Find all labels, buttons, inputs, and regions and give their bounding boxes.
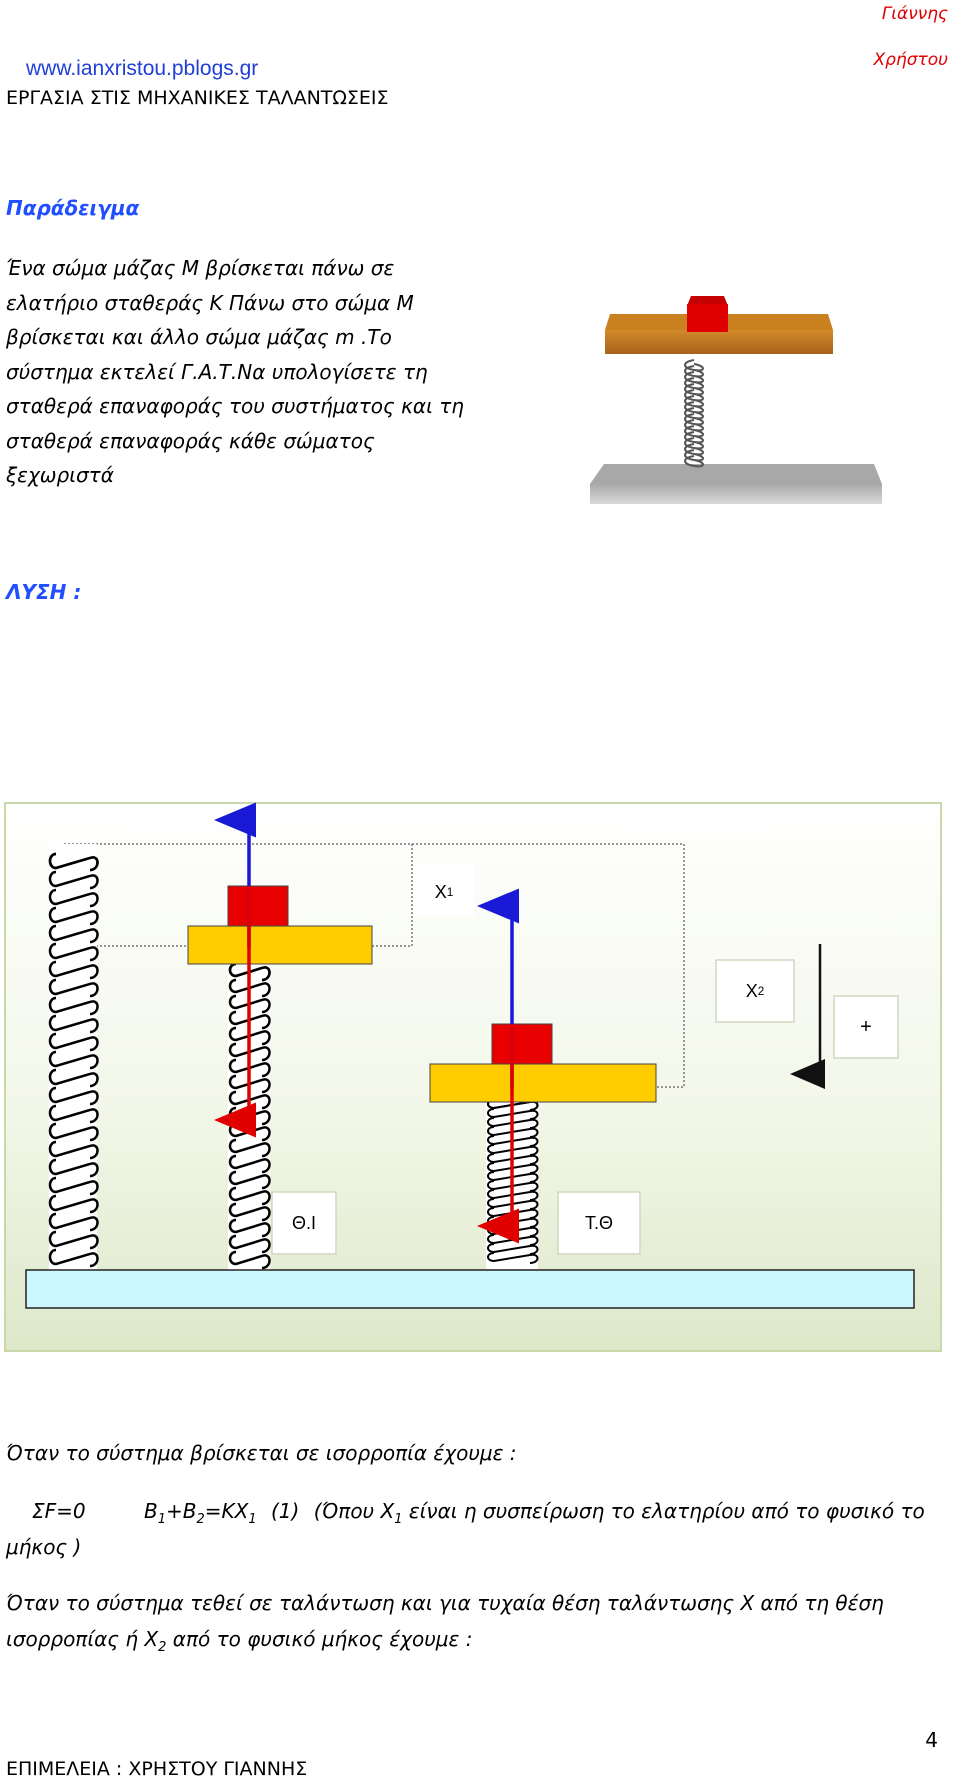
oscillation-line-2: ισορροπίας ή X2 από το φυσικό μήκος έχου… (6, 1627, 473, 1655)
small-mass-block-2 (491, 1023, 553, 1067)
x1-letter: X (434, 881, 447, 902)
problem-line: ξεχωριστά (6, 463, 114, 487)
small-mass-top (687, 296, 728, 306)
equation-number: (1) (270, 1499, 300, 1523)
plus-label-box (833, 995, 899, 1059)
author-last-name: Χρήστου (873, 50, 948, 70)
equation: B1+B2=KX1 (143, 1499, 257, 1527)
problem-line: σταθερά επαναφοράς κάθε σώματος (6, 428, 375, 453)
problem-line: σύστημα εκτελεί Γ.Α.Τ.Να υπολογίσετε τη (6, 359, 428, 384)
x2-subscript: 2 (757, 984, 765, 998)
problem-line: σταθερά επαναφοράς του συστήματος και τη (6, 394, 464, 418)
natural-length-spring (48, 844, 99, 1272)
equation-line: ΣF=0 B1+B2=KX1 (1) (Όπου X1 είναι η συσπ… (6, 1494, 946, 1537)
mass-plate-2 (429, 1063, 657, 1103)
website-link[interactable]: www.ianxristou.pblogs.gr (26, 57, 259, 80)
solution-heading: ΛΥΣΗ : (6, 580, 82, 604)
dotted-reference-inner (64, 844, 413, 947)
equilibrium-intro: Όταν το σύστημα βρίσκεται σε ισορροπία έ… (6, 1441, 517, 1465)
small-mass-block-1 (227, 885, 289, 931)
dotted-reference-outer (64, 843, 685, 1088)
small-mass (687, 304, 728, 332)
mass-plate-1 (187, 925, 373, 965)
oscillation-line-1: Όταν το σύστημα τεθεί σε ταλάντωση και γ… (6, 1591, 884, 1615)
spring-mass-illustration (590, 296, 882, 504)
spring-coil (684, 359, 704, 468)
equilibrium-label: Τ.Θ (584, 1212, 614, 1233)
x1-subscript: 1 (446, 885, 454, 899)
author-first-name: Γιάννης (881, 4, 948, 24)
page-number: 4 (925, 1728, 938, 1752)
x1-label-box (414, 864, 474, 916)
x2-letter: X (745, 980, 758, 1001)
footer-editor: ΕΠΙΜΕΛΕΙΑ : ΧΡΗΣΤΟΥ ΓΙΑΝΝΗΣ (6, 1758, 308, 1780)
document-title: ΕΡΓΑΣΙΑ ΣΤΙΣ ΜΗΧΑΝΙΚΕΣ ΤΑΛΑΝΤΩΣΕΙΣ (6, 87, 389, 109)
problem-statement: Ένα σώμα μάζας Μ βρίσκεται πάνω σε ελατή… (6, 251, 576, 493)
natural-length-label: Θ.Ι (291, 1212, 316, 1233)
problem-line: ελατήριο σταθεράς Κ Πάνω στο σώμα Μ (6, 290, 414, 315)
x2-label-box (715, 959, 795, 1023)
problem-line: βρίσκεται και άλλο σώμα μάζας m .Το (6, 325, 392, 349)
mass-plate (605, 330, 833, 354)
example-heading: Παράδειγμα (6, 196, 140, 220)
ground-slab-front (590, 484, 882, 504)
natural-length-label-box (271, 1191, 337, 1255)
ground-surface (25, 1269, 915, 1309)
problem-line: Ένα σώμα μάζας Μ βρίσκεται πάνω σε (6, 256, 395, 280)
oscillation-diagram (4, 802, 942, 1352)
equilibrium-label-box (557, 1191, 641, 1255)
sum-force: ΣF=0 (32, 1499, 86, 1523)
equation-note: (Όπου X1 είναι η συσπείρωση το ελατηρίου… (313, 1499, 925, 1527)
ground-slab (590, 464, 882, 484)
equation-note-continued: μήκος ) (6, 1535, 82, 1559)
plus-label: + (860, 1015, 872, 1038)
